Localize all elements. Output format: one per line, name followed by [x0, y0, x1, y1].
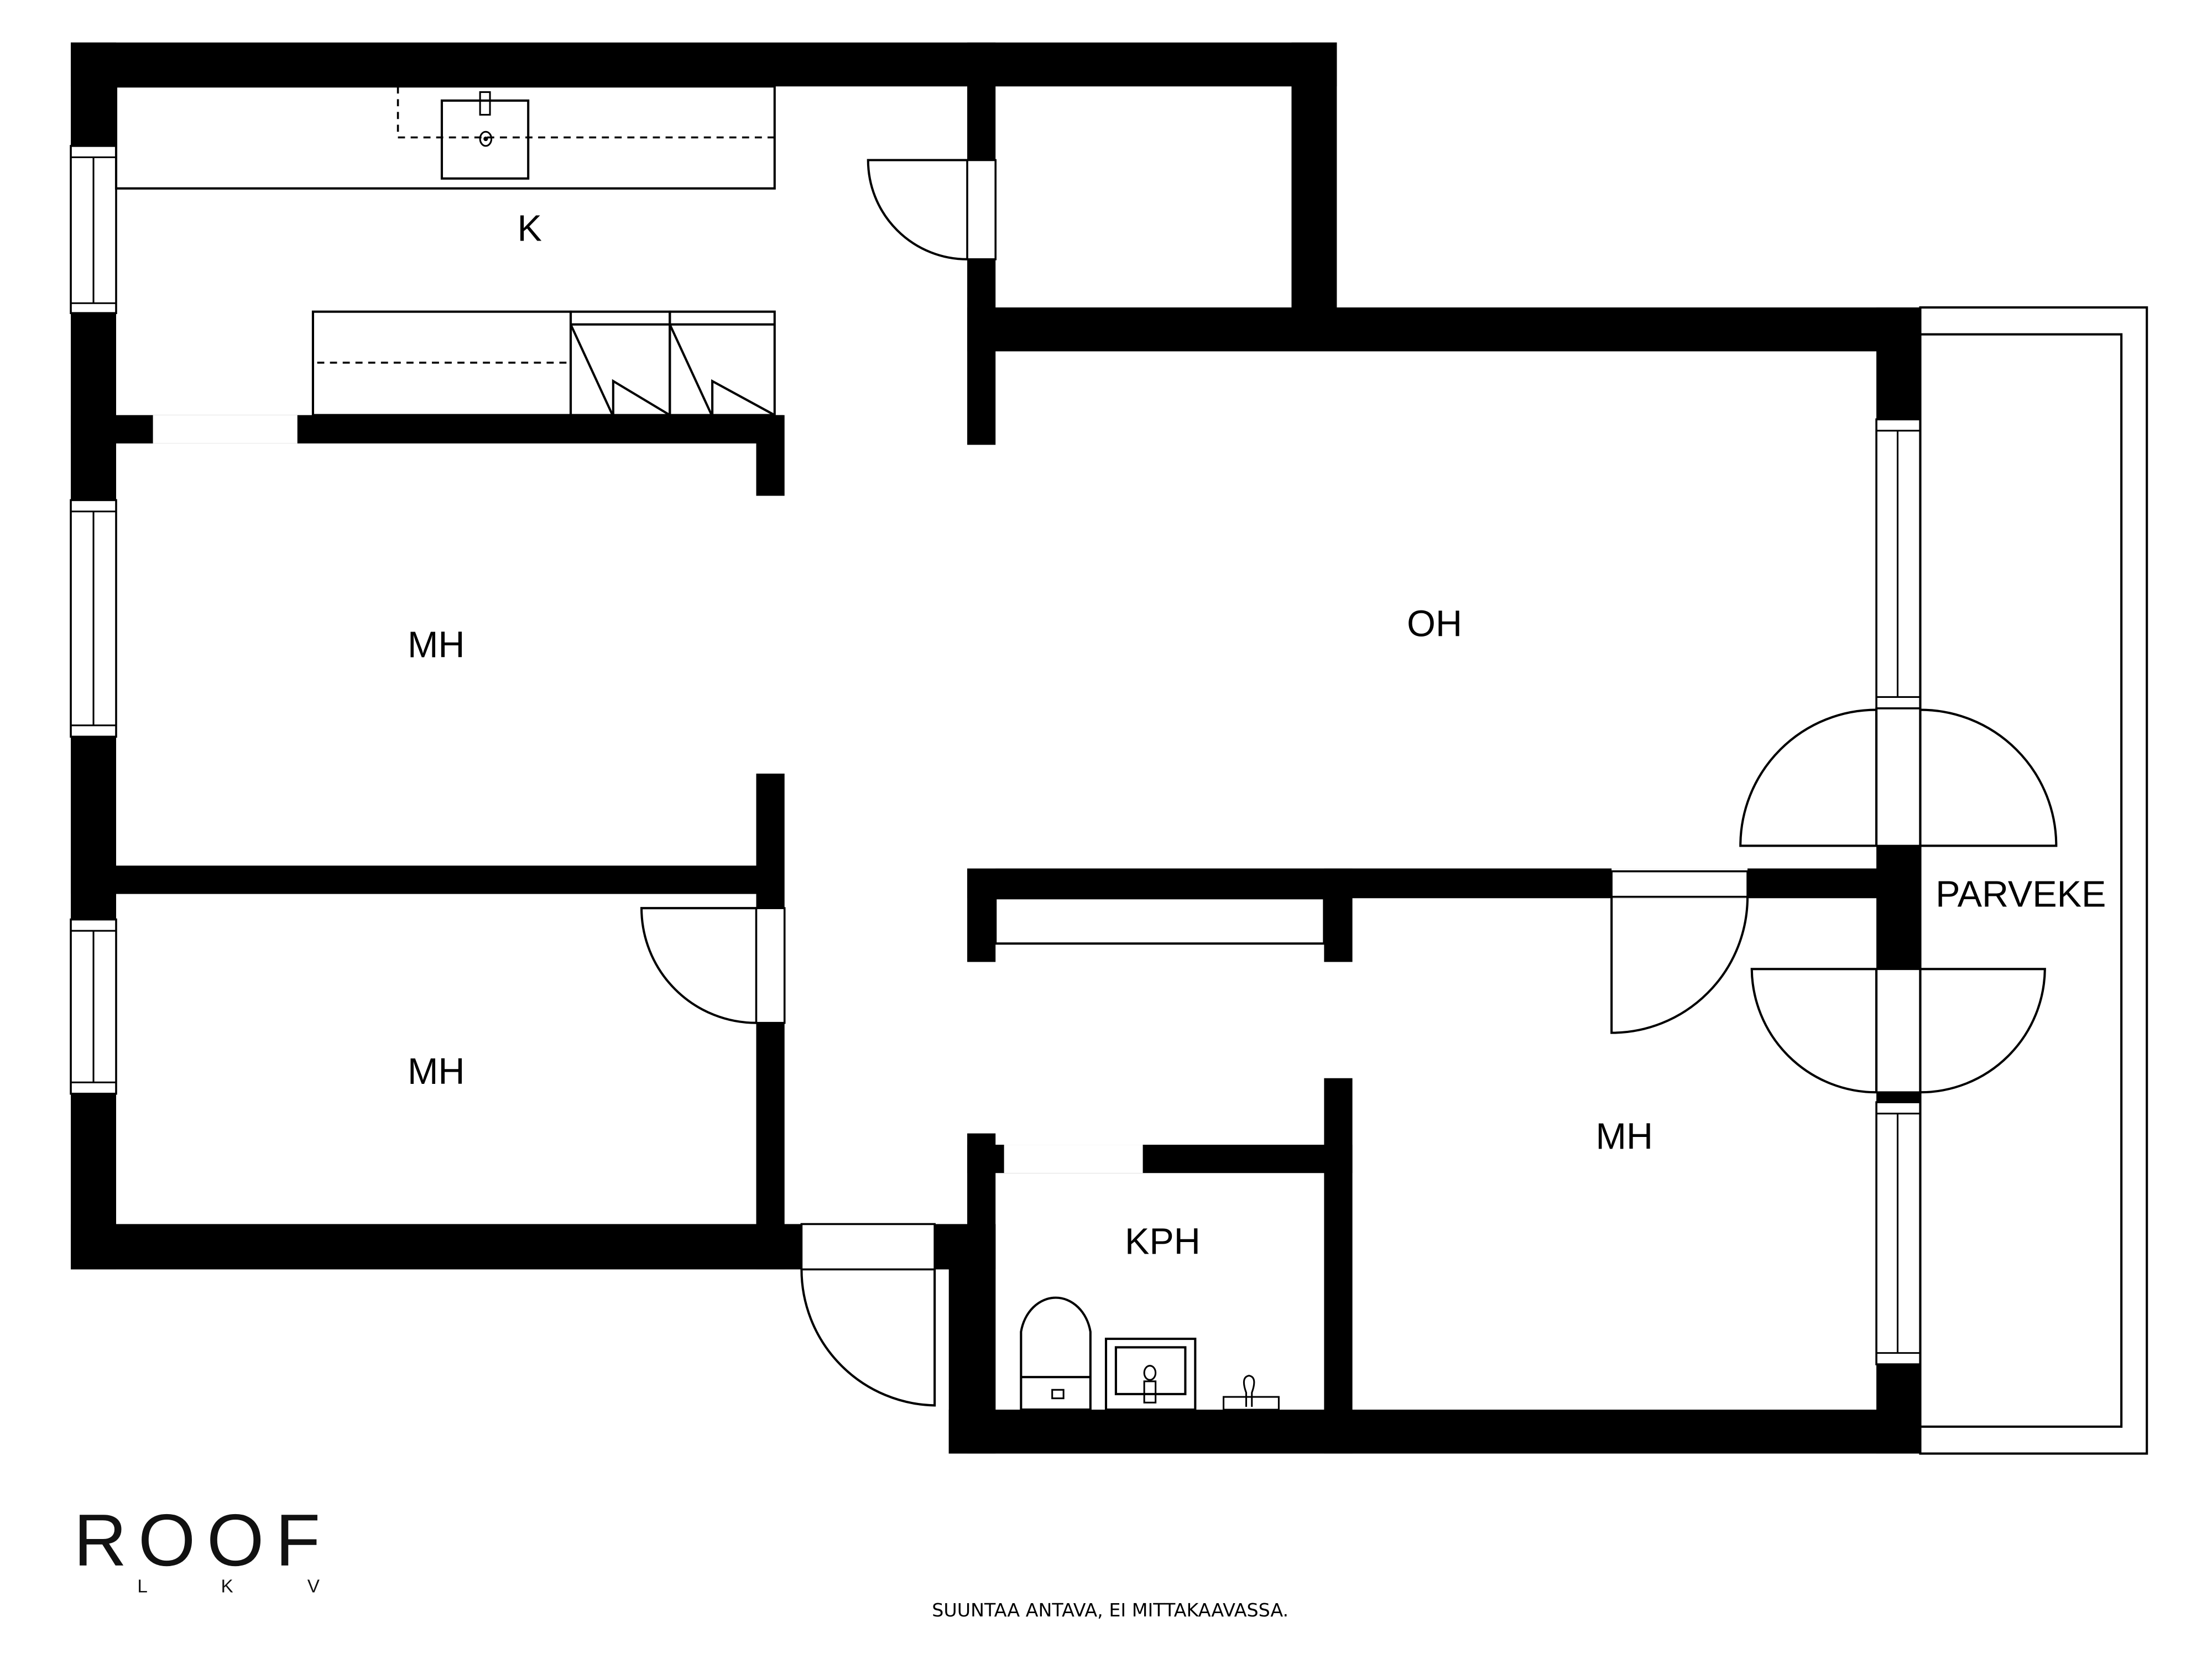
- logo-sub-k: K: [221, 1577, 233, 1597]
- logo-main-text: ROOF: [74, 1499, 332, 1582]
- room-label-bathroom: KPH: [1125, 1221, 1201, 1262]
- doors: [640, 159, 2058, 1407]
- room-label-balcony: PARVEKE: [1936, 874, 2106, 915]
- kitchen-lower-cabinets: [311, 310, 776, 418]
- kitchen-sink-icon: [440, 91, 530, 180]
- shower-icon: [1223, 1375, 1280, 1411]
- roof-lkv-logo: ROOF L K V: [74, 1499, 332, 1597]
- balcony-outline: [1919, 306, 2148, 1455]
- logo-sub-v: V: [307, 1577, 320, 1597]
- room-labels: K MH MH OH PARVEKE KPH MH: [408, 208, 2106, 1262]
- openings: [153, 415, 1748, 1270]
- room-label-bedroom-3: MH: [1595, 1117, 1653, 1157]
- room-label-living-room: OH: [1407, 603, 1462, 644]
- room-label-bedroom-1: MH: [408, 625, 465, 666]
- room-label-kitchen: K: [518, 208, 542, 249]
- kitchen-counter-top: [114, 85, 776, 190]
- wardrobe: [994, 897, 1326, 945]
- room-label-bedroom-2: MH: [408, 1051, 465, 1092]
- scale-disclaimer: SUUNTAA ANTAVA, EI MITTAKAAVASSA.: [932, 1599, 1288, 1621]
- windows: [70, 145, 1922, 1365]
- toilet-icon: [1020, 1296, 1092, 1411]
- logo-sub-l: L: [137, 1577, 148, 1597]
- bathroom-sink-icon: [1104, 1337, 1197, 1411]
